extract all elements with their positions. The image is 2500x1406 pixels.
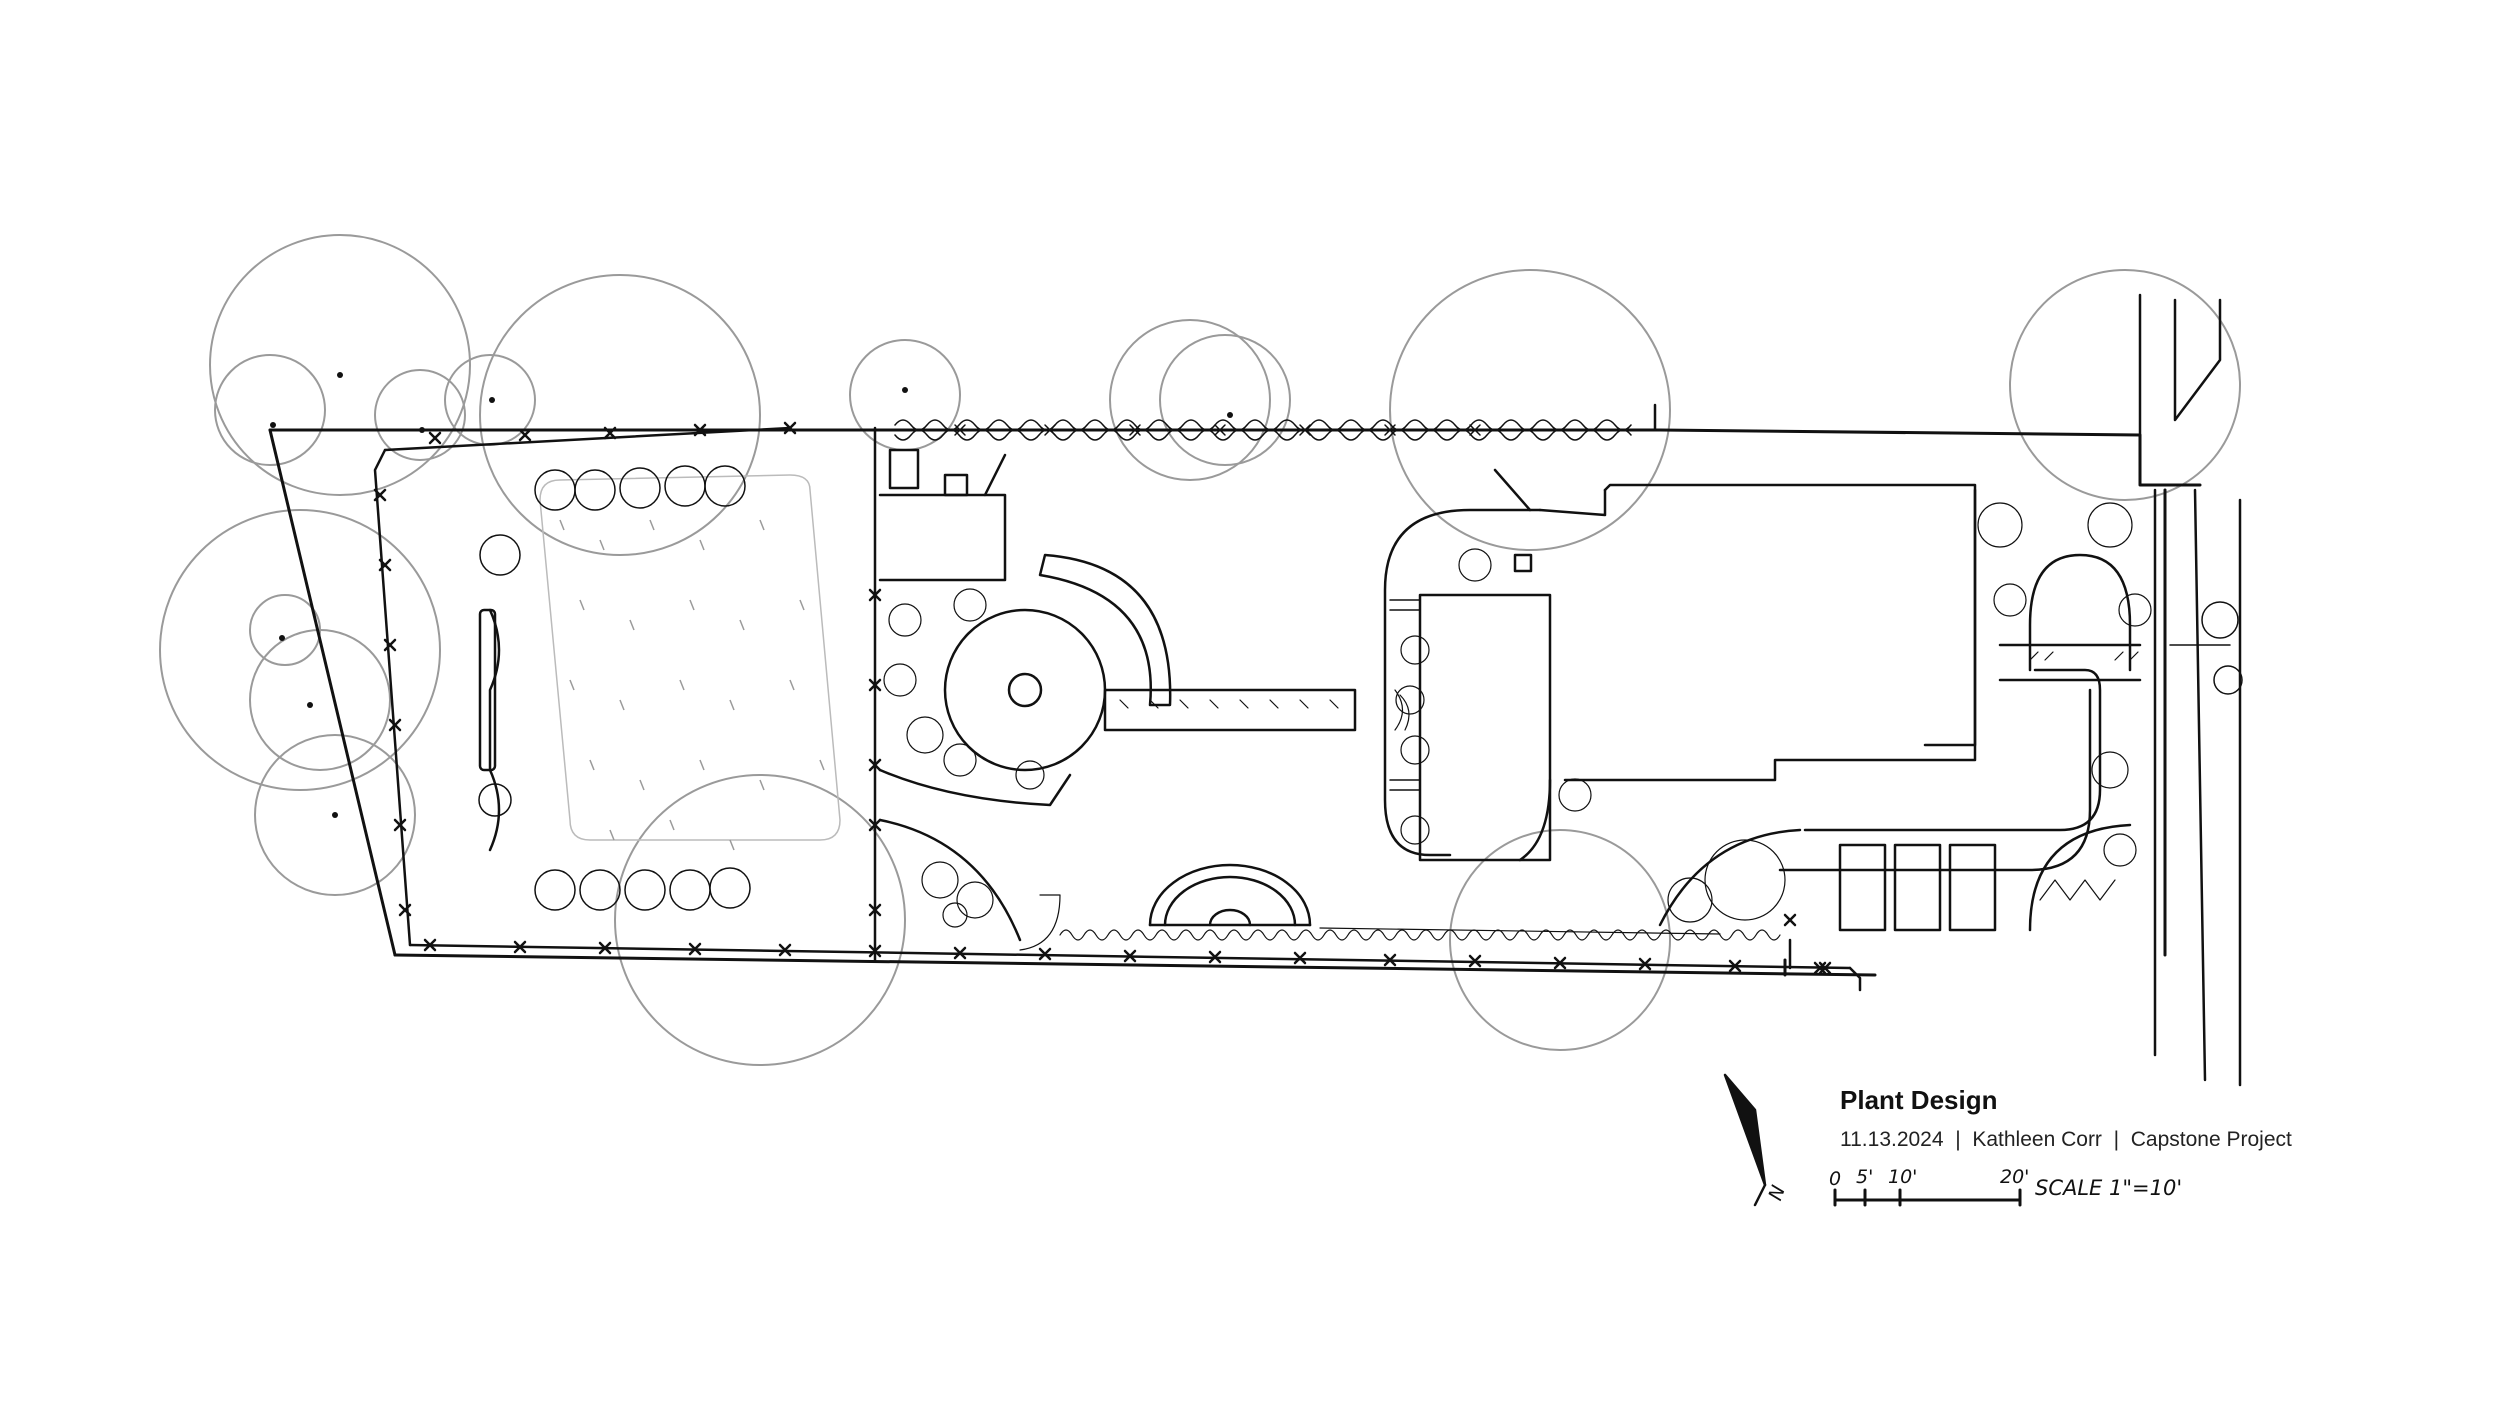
garden-bench [478, 608, 501, 852]
patio [878, 448, 1357, 807]
scale-bar [1833, 1188, 2022, 1207]
hedge-row [894, 419, 1632, 441]
drawing-date: 11.13.2024 [1840, 1128, 1944, 1151]
tree-canopy [614, 774, 906, 1066]
border-planting [878, 818, 1781, 951]
separator: | [1955, 1128, 1961, 1151]
fence-posts [373, 421, 1832, 975]
round-patio [943, 608, 1107, 772]
right-garden [1658, 488, 2142, 932]
tree-trunks [270, 372, 1233, 818]
tree-canopy [1159, 334, 1291, 466]
pergola-arch [1148, 863, 1312, 927]
tree-canopy [374, 369, 466, 461]
scale-tick-5: 5' [1856, 1166, 1874, 1188]
tree-canopy [214, 354, 326, 466]
separator: | [2113, 1128, 2120, 1151]
planting-bed [883, 588, 1339, 790]
tree-canopy [159, 509, 441, 791]
tree-canopy [1449, 829, 1671, 1051]
tree-canopy [1109, 319, 1271, 481]
tree-canopy [249, 629, 391, 771]
scale-tick-20: 20' [2000, 1166, 2030, 1188]
right-garden-plants [1667, 502, 2152, 923]
scale-tick-0: 0 [1829, 1168, 1842, 1190]
drawing-title: Plant Design [1840, 1085, 1998, 1115]
shrub-clusters [478, 465, 751, 911]
tree-canopy [479, 274, 761, 556]
lawn-area [539, 474, 841, 851]
sidewalk [2138, 293, 2243, 1087]
tree-canopy [1389, 269, 1671, 551]
north-arrow [1723, 1073, 1767, 1207]
drawing-project: Capstone Project [2130, 1128, 2292, 1151]
house-footprint [1383, 403, 1977, 862]
fence-line [373, 426, 1862, 992]
drawing-author: Kathleen Corr [1972, 1128, 2102, 1151]
title-block: Plant Design 11.13.2024 | Kathleen Corr … [1840, 1085, 2292, 1152]
tree-canopy [2009, 269, 2241, 501]
drawing-subtitle: 11.13.2024 | Kathleen Corr | Capstone Pr… [1840, 1128, 2292, 1152]
tree-canopies [159, 234, 2241, 1066]
scale-label: SCALE 1"=10' [2035, 1176, 2183, 1200]
scale-tick-10: 10' [1888, 1166, 1918, 1188]
tree-canopy [254, 734, 416, 896]
fire-pit [1007, 672, 1043, 708]
tree-canopy [209, 234, 471, 496]
foundation-planting [1394, 548, 1592, 845]
